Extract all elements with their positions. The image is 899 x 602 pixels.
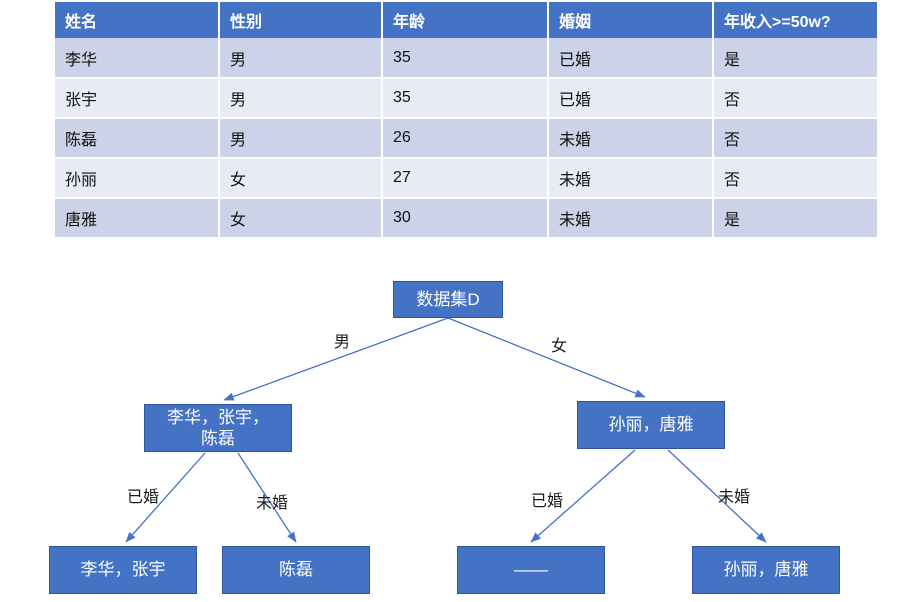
edge-label-root-female: 女 — [551, 338, 568, 355]
tree-leaf-married-male[interactable]: 李华，张宇 — [49, 546, 197, 594]
cell-income: 否 — [713, 78, 877, 119]
cell-income: 否 — [713, 118, 877, 159]
tree-leaf-married-male-label: 李华，张宇 — [80, 560, 166, 580]
tree-leaf-unmarried-female[interactable]: 孙丽，唐雅 — [692, 546, 840, 594]
cell-gender: 男 — [219, 38, 383, 79]
table-row: 张宇 男 35 已婚 否 — [55, 78, 877, 119]
tree-leaf-unmarried-male[interactable]: 陈磊 — [222, 546, 370, 594]
cell-marriage: 未婚 — [548, 198, 714, 239]
edge-left-to-leaf1 — [125, 452, 206, 543]
tree-node-root-label: 数据集D — [416, 289, 480, 309]
table-row: 陈磊 男 26 未婚 否 — [55, 118, 877, 159]
cell-gender: 女 — [219, 198, 383, 239]
cell-gender: 女 — [219, 158, 383, 199]
cell-name: 张宇 — [55, 78, 220, 119]
data-table: 姓名 性别 年龄 婚姻 年收入>=50w? 李华 男 35 已婚 是 张宇 男 … — [55, 2, 877, 239]
cell-income: 否 — [713, 158, 877, 199]
tree-node-male-group-label-line2: 陈磊 — [201, 429, 235, 448]
tree-leaf-married-female-empty[interactable]: —— — [457, 546, 605, 594]
edge-left-to-leaf2 — [237, 452, 297, 543]
edge-label-root-male: 男 — [334, 334, 351, 351]
edge-label-right-unmarried: 未婚 — [718, 489, 751, 506]
edge-root-to-left — [223, 317, 449, 401]
tree-leaf-unmarried-male-label: 陈磊 — [279, 560, 313, 580]
cell-name: 孙丽 — [55, 158, 220, 199]
column-header-income: 年收入>=50w? — [713, 2, 877, 38]
tree-leaf-unmarried-female-label: 孙丽，唐雅 — [723, 560, 809, 580]
cell-gender: 男 — [219, 78, 383, 119]
tree-node-root[interactable]: 数据集D — [393, 281, 503, 318]
cell-name: 李华 — [55, 38, 220, 79]
table-row: 唐雅 女 30 未婚 是 — [55, 198, 877, 239]
edge-label-left-unmarried: 未婚 — [256, 495, 289, 512]
cell-marriage: 已婚 — [548, 78, 714, 119]
cell-age: 35 — [382, 78, 549, 119]
cell-gender: 男 — [219, 118, 383, 159]
cell-marriage: 未婚 — [548, 118, 714, 159]
cell-marriage: 未婚 — [548, 158, 714, 199]
cell-income: 是 — [713, 38, 877, 79]
cell-name: 陈磊 — [55, 118, 220, 159]
cell-age: 26 — [382, 118, 549, 159]
tree-node-female-group[interactable]: 孙丽，唐雅 — [577, 401, 725, 449]
cell-age: 35 — [382, 38, 549, 79]
column-header-name: 姓名 — [55, 2, 220, 38]
tree-node-female-group-label: 孙丽，唐雅 — [608, 415, 694, 435]
tree-leaf-married-female-empty-label: —— — [514, 560, 548, 580]
edge-right-to-leaf3 — [530, 449, 636, 543]
column-header-gender: 性别 — [219, 2, 383, 38]
cell-name: 唐雅 — [55, 198, 220, 239]
column-header-marriage: 婚姻 — [548, 2, 714, 38]
edge-root-to-right — [447, 317, 646, 398]
cell-marriage: 已婚 — [548, 38, 714, 79]
column-header-age: 年龄 — [382, 2, 549, 38]
cell-income: 是 — [713, 198, 877, 239]
table-row: 李华 男 35 已婚 是 — [55, 38, 877, 79]
table-row: 孙丽 女 27 未婚 否 — [55, 158, 877, 199]
cell-age: 30 — [382, 198, 549, 239]
edge-right-to-leaf4 — [667, 449, 767, 543]
cell-age: 27 — [382, 158, 549, 199]
tree-node-male-group[interactable]: 李华，张宇， 陈磊 — [144, 404, 292, 452]
edge-label-right-married: 已婚 — [531, 493, 564, 510]
table-header-row: 姓名 性别 年龄 婚姻 年收入>=50w? — [55, 2, 877, 38]
tree-node-male-group-label-line1: 李华，张宇， — [167, 407, 269, 427]
edge-label-left-married: 已婚 — [127, 489, 160, 506]
